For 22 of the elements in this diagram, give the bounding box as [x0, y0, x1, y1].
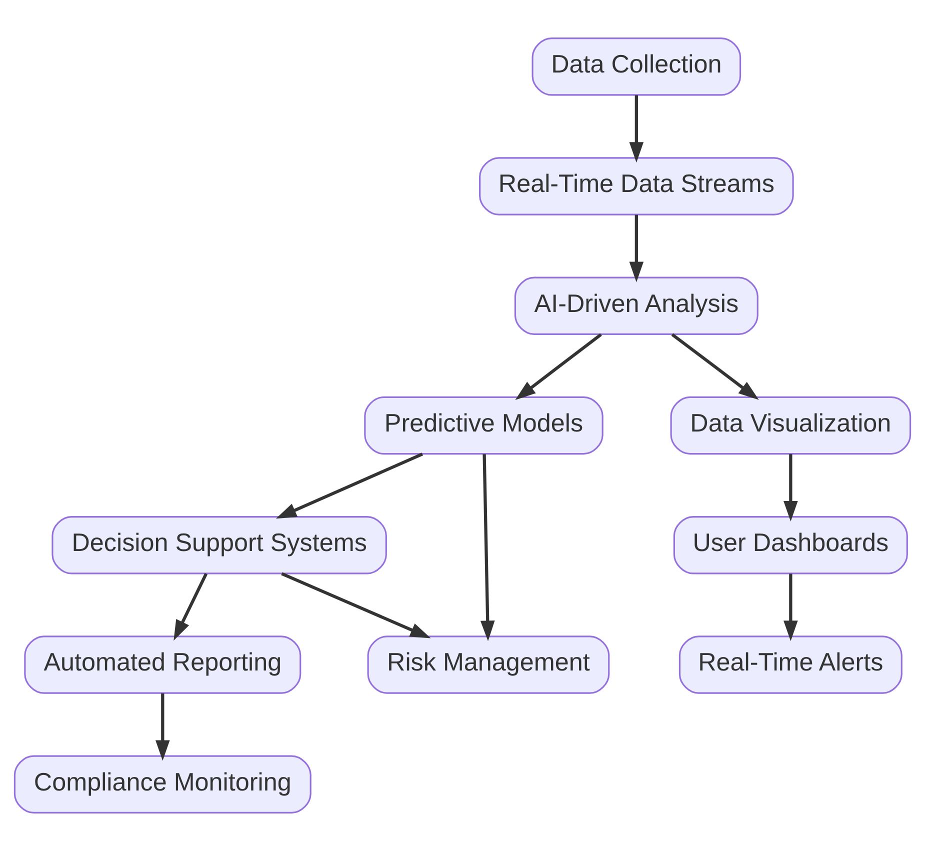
arrow — [784, 454, 798, 521]
node-box: Data Visualization — [670, 396, 912, 454]
node-box: Data Collection — [532, 37, 742, 96]
arrow — [515, 332, 602, 400]
node-box: Automated Reporting — [24, 635, 302, 694]
node-box: Decision Support Systems — [52, 516, 387, 574]
node-box: Risk Management — [367, 635, 610, 694]
arrow — [155, 692, 170, 760]
arrow — [629, 214, 644, 282]
node-box: Real-Time Data Streams — [479, 156, 794, 215]
arrow — [784, 573, 798, 641]
arrow — [480, 454, 495, 641]
node-box: AI-Driven Analysis — [514, 276, 758, 334]
arrow — [671, 332, 759, 400]
arrow — [629, 94, 644, 162]
arrow — [281, 572, 431, 638]
node-box: User Dashboards — [673, 516, 908, 574]
node-box: Real-Time Alerts — [678, 635, 902, 694]
arrow — [174, 572, 208, 640]
arrow — [276, 452, 424, 518]
node-box: Compliance Monitoring — [14, 754, 312, 813]
node-box: Predictive Models — [364, 396, 604, 454]
